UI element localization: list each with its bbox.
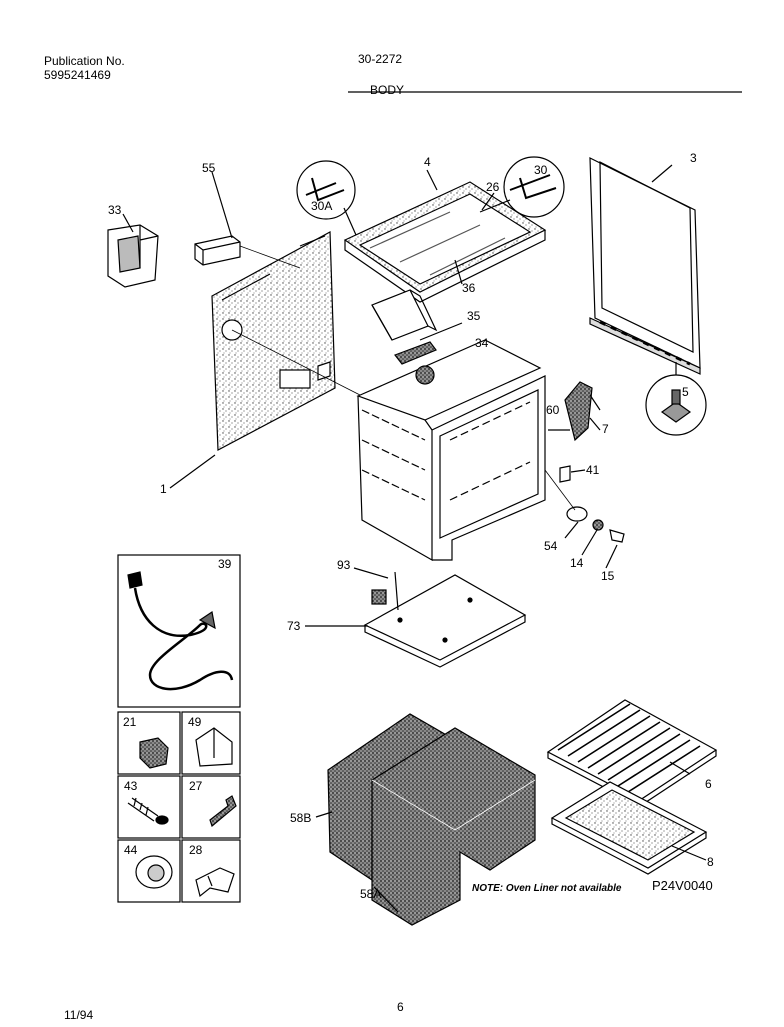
callout-35: 35 [467,309,481,323]
callout-1: 1 [160,482,167,496]
part-44-grommet [135,855,173,889]
part-1-rear-panel [211,231,336,451]
callout-33: 33 [108,203,122,217]
callout-73: 73 [287,619,301,633]
callout-8: 8 [707,855,714,869]
part-21-connector [139,737,169,769]
part-4-burner-box [343,181,547,303]
callout-49: 49 [188,715,202,729]
part-93-switch [371,571,399,611]
diagram-code: P24V0040 [652,878,713,893]
page-number: 6 [397,1000,404,1014]
callout-41: 41 [586,463,600,477]
callout-36: 36 [462,281,476,295]
part-3-side-panel [589,157,701,375]
section-title: BODY [370,83,405,97]
part-6-oven-rack [546,699,718,807]
callout-60: 60 [546,403,560,417]
part-28-clip [195,867,235,898]
callout-6: 6 [705,777,712,791]
part-5-leveler-detail [645,374,707,436]
callout-30: 30 [534,163,548,177]
callout-58a: 58A [360,887,381,901]
part-15-knob [609,529,625,543]
callout-27: 27 [189,779,203,793]
callout-30a: 30A [311,199,332,213]
part-33-bracket [107,224,159,288]
callout-21: 21 [123,715,137,729]
callout-34: 34 [475,336,489,350]
part-49-bracket [195,727,233,767]
part-27-clip [209,795,237,828]
callout-3: 3 [690,151,697,165]
callout-14: 14 [570,556,584,570]
part-35-bracket [371,289,438,341]
callout-44: 44 [124,843,138,857]
callout-54: 54 [544,539,558,553]
part-39-power-cord [127,571,234,691]
oven-liner-note: NOTE: Oven Liner not available [472,883,622,894]
part-8-oven-liner [550,781,708,875]
part-7-hinge [564,381,601,442]
callout-7: 7 [602,422,609,436]
part-14-washer [592,519,604,531]
oven-body-frame [356,339,546,562]
callout-39: 39 [218,557,232,571]
callout-15: 15 [601,569,615,583]
callout-93: 93 [337,558,351,572]
part-43-box [117,775,181,839]
publication-label: Publication No. [44,54,125,68]
model-code: 30-2272 [358,52,403,66]
part-30a-detail [296,160,356,220]
part-43-screw [127,797,169,825]
part-30-detail [503,156,565,218]
part-27-box [181,775,241,839]
callout-4: 4 [424,155,431,169]
part-41-screw [559,465,571,483]
callout-26: 26 [486,180,500,194]
publication-number: 5995241469 [44,68,111,82]
part-73-bottom-plate [363,574,527,668]
callout-43: 43 [124,779,138,793]
footer-date: 11/94 [64,1008,94,1022]
part-58a-insulation [371,727,536,926]
part-28-box [181,839,241,903]
callout-55: 55 [202,161,216,175]
part-55-block [194,235,241,266]
callout-58b: 58B [290,811,311,825]
part-54-sleeve [566,506,588,522]
callout-5: 5 [682,385,689,399]
part-34-clip [394,341,437,365]
callout-28: 28 [189,843,203,857]
